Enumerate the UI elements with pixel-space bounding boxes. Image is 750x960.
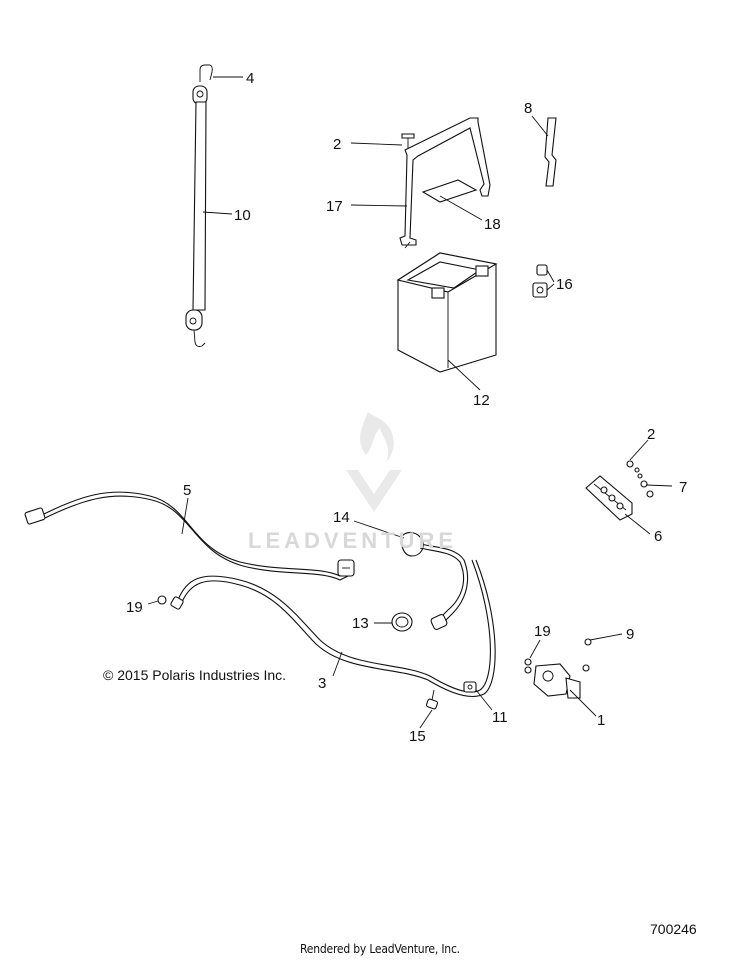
terminal-bolt-part — [532, 264, 548, 298]
callout-19-right: 19 — [534, 623, 551, 640]
battery-cable-part — [170, 559, 496, 698]
harness-cable-part — [24, 491, 355, 581]
callout-6: 6 — [654, 528, 662, 545]
callout-9: 9 — [626, 626, 634, 643]
callout-12: 12 — [473, 392, 490, 409]
callout-2-top: 2 — [333, 136, 341, 153]
nut-part — [157, 595, 167, 605]
watermark-text: LEADVENTURE — [248, 528, 458, 553]
callout-16: 16 — [556, 276, 573, 293]
callout-3: 3 — [318, 675, 326, 692]
callout-5: 5 — [183, 482, 191, 499]
vent-clip-part — [544, 117, 557, 187]
callout-18: 18 — [484, 216, 501, 233]
battery-part — [396, 252, 498, 373]
terminal-block-part — [585, 460, 654, 521]
solenoid-part — [524, 638, 592, 699]
callout-2-right: 2 — [647, 426, 655, 443]
callout-1: 1 — [597, 712, 605, 729]
watermark-logo-icon — [346, 412, 402, 512]
clamp-part — [391, 612, 413, 632]
battery-bracket-part — [399, 117, 491, 249]
drawing-number: 700246 — [650, 921, 697, 937]
callout-10: 10 — [234, 207, 251, 224]
callout-4: 4 — [246, 70, 254, 87]
fuse-part — [425, 689, 439, 710]
copyright-text: © 2015 Polaris Industries Inc. — [103, 667, 287, 683]
callout-11: 11 — [492, 709, 508, 726]
callout-17: 17 — [326, 198, 343, 215]
screw-part — [401, 133, 415, 148]
callout-13: 13 — [352, 615, 369, 632]
cable-terminal-part — [463, 681, 477, 693]
callout-14: 14 — [333, 509, 350, 526]
callout-labels: 4 10 2 17 18 8 16 12 2 7 6 5 14 19 13 19… — [126, 70, 687, 745]
positive-cable-part — [400, 531, 469, 630]
callout-7: 7 — [679, 479, 687, 496]
callout-8: 8 — [524, 100, 532, 117]
rendered-by-footer: Rendered by LeadVenture, Inc. — [300, 942, 460, 956]
callout-15: 15 — [409, 728, 426, 745]
callout-19-left: 19 — [126, 599, 143, 616]
battery-strap-part — [185, 64, 213, 347]
